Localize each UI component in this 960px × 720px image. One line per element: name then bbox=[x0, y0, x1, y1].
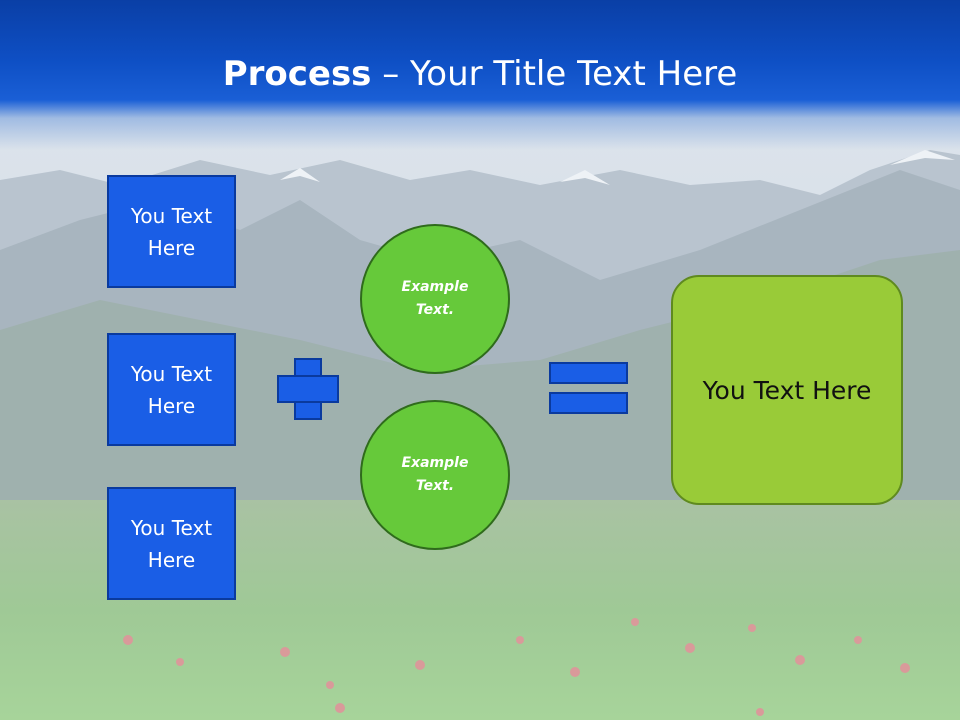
text-box-1-line2: Here bbox=[147, 235, 196, 260]
result-box[interactable]: You Text Here bbox=[671, 275, 903, 505]
text-box-3-line1: You Text bbox=[130, 515, 213, 540]
title-bold: Process bbox=[222, 54, 372, 94]
page-title: Process – Your Title Text Here bbox=[0, 52, 960, 96]
text-box-1-line1: You Text bbox=[130, 203, 213, 228]
result-label: You Text Here bbox=[702, 375, 872, 405]
text-box-2-line2: Here bbox=[147, 393, 196, 418]
example-circle-1-line2: Text. bbox=[415, 302, 455, 318]
title-rest: – Your Title Text Here bbox=[371, 54, 738, 94]
title-bar bbox=[0, 0, 960, 150]
text-box-3-line2: Here bbox=[147, 547, 196, 572]
example-circle-1-line1: Example bbox=[401, 455, 469, 471]
example-circle-1-line1: Example bbox=[401, 279, 469, 295]
text-box-2-line1: You Text bbox=[130, 361, 213, 386]
example-circle-2-line2: Text. bbox=[415, 478, 455, 494]
